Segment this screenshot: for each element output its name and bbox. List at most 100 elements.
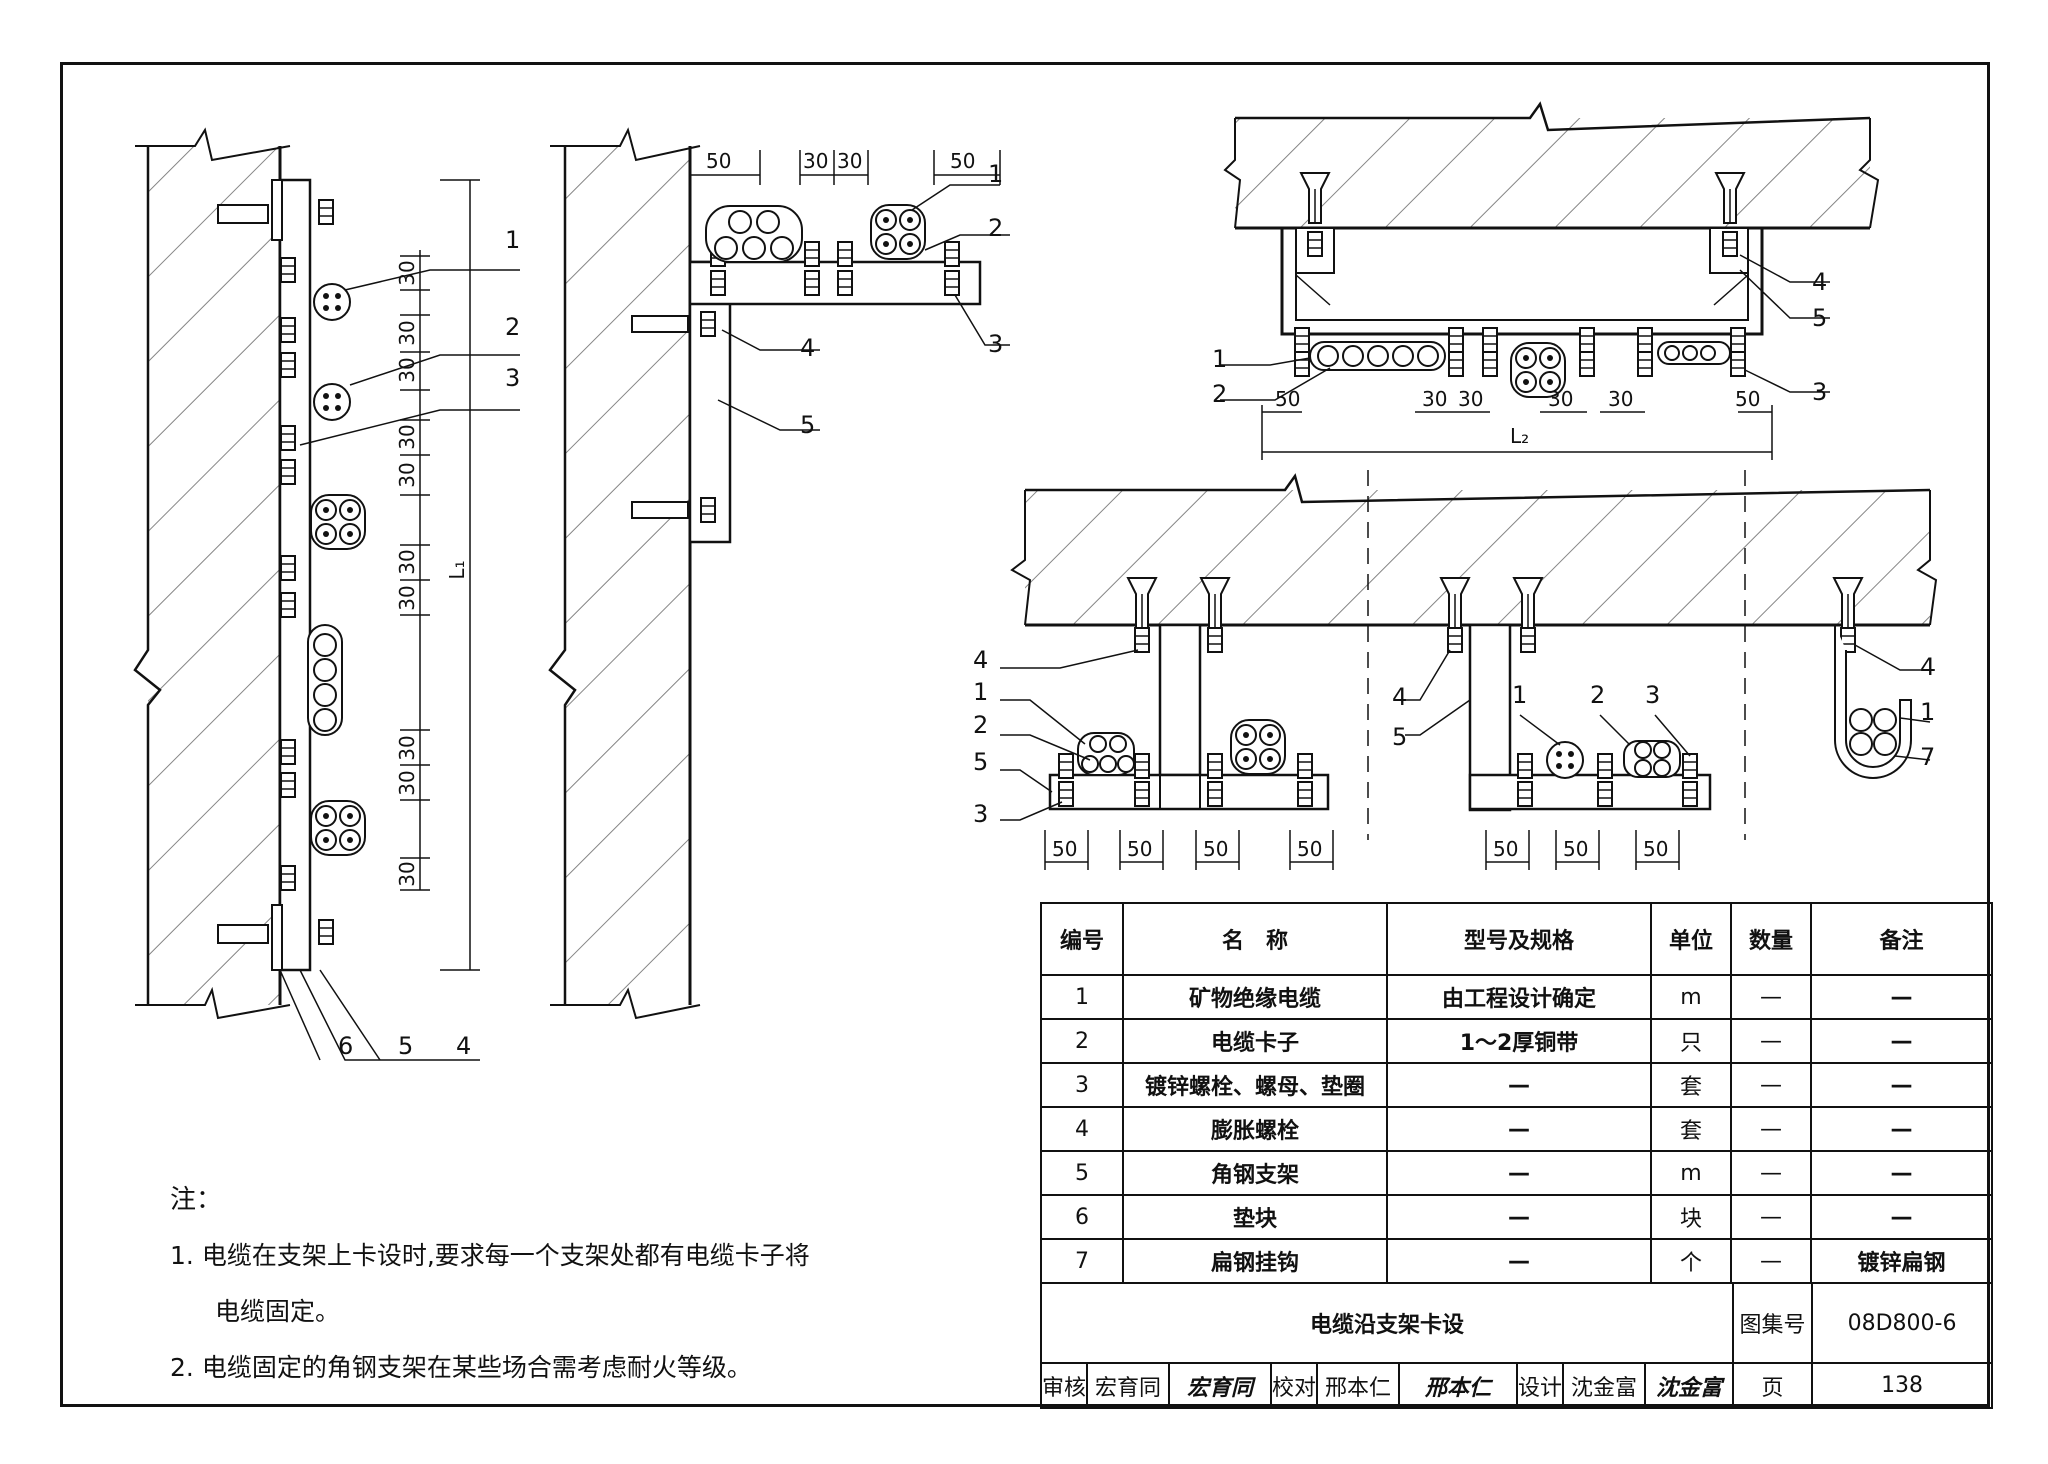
- left-dim-8: 30: [395, 735, 419, 760]
- table-row: 6 垫块 — 块 — —: [1040, 1194, 1993, 1240]
- br-dim-4: 50: [1297, 837, 1322, 861]
- left-dim-2: 30: [395, 320, 419, 345]
- table-row: 1 矿物绝缘电缆 由工程设计确定 m — —: [1040, 974, 1993, 1020]
- tr-dim-30-a: 30: [1422, 387, 1447, 411]
- row-remark: —: [1810, 1194, 1993, 1240]
- row-spec: —: [1386, 1062, 1652, 1108]
- br-callout-7: 7: [1920, 743, 1935, 771]
- row-no: 7: [1040, 1238, 1124, 1284]
- br-callout-4b: 4: [1392, 683, 1407, 711]
- note-1-line1: 电缆在支架上卡设时,要求每一个支架处都有电缆卡子将: [201, 1241, 810, 1270]
- br-dim-2: 50: [1127, 837, 1152, 861]
- parts-table: 编号 名 称 型号及规格 单位 数量 备注 1 矿物绝缘电缆 由工程设计确定 m…: [1040, 902, 1993, 1284]
- row-no: 6: [1040, 1194, 1124, 1240]
- designer-signature: 沈金富: [1643, 1362, 1735, 1409]
- left-callout-1: 1: [505, 226, 520, 254]
- table-row: 5 角钢支架 — m — —: [1040, 1150, 1993, 1196]
- table-row: 4 膨胀螺栓 — 套 — —: [1040, 1106, 1993, 1152]
- row-name: 镀锌螺栓、螺母、垫圈: [1122, 1062, 1388, 1108]
- mid-callout-4: 4: [800, 334, 815, 362]
- row-no: 1: [1040, 974, 1124, 1020]
- row-no: 5: [1040, 1150, 1124, 1196]
- row-qty: —: [1730, 1018, 1812, 1064]
- note-2-num: 2.: [170, 1353, 194, 1382]
- row-remark: —: [1810, 974, 1993, 1020]
- atlas-label: 图集号: [1732, 1282, 1814, 1364]
- checker-signature: 邢本仁: [1398, 1362, 1518, 1409]
- row-name: 电缆卡子: [1122, 1018, 1388, 1064]
- br-dim-3: 50: [1203, 837, 1228, 861]
- row-remark: —: [1810, 1018, 1993, 1064]
- table-row: 3 镀锌螺栓、螺母、垫圈 — 套 — —: [1040, 1062, 1993, 1108]
- header-unit: 单位: [1650, 902, 1732, 976]
- row-remark: 镀锌扁钢: [1810, 1238, 1993, 1284]
- tr-callout-5: 5: [1812, 304, 1827, 332]
- row-unit: 块: [1650, 1194, 1732, 1240]
- left-callout-2: 2: [505, 313, 520, 341]
- row-spec: —: [1386, 1238, 1652, 1284]
- tr-callout-4: 4: [1812, 268, 1827, 296]
- mid-callout-2: 2: [988, 214, 1003, 242]
- row-name: 垫块: [1122, 1194, 1388, 1240]
- header-qty: 数量: [1730, 902, 1812, 976]
- mid-callout-5: 5: [800, 411, 815, 439]
- atlas-number: 08D800-6: [1811, 1282, 1994, 1364]
- header-spec: 型号及规格: [1386, 902, 1652, 976]
- header-no: 编号: [1040, 902, 1124, 976]
- tr-dim-50-right: 50: [1735, 387, 1760, 411]
- left-dim-4: 30: [395, 424, 419, 449]
- row-qty: —: [1730, 1150, 1812, 1196]
- row-unit: 个: [1650, 1238, 1732, 1284]
- row-no: 3: [1040, 1062, 1124, 1108]
- tr-length-L2: L₂: [1510, 424, 1529, 448]
- ceiling-bracket-view: 50 50 50 50 50 50 50 4 1 2 5 3 4 5 1 2 3…: [973, 470, 1938, 870]
- note-2-line1: 电缆固定的角钢支架在某些场合需考虑耐火等级。: [201, 1353, 752, 1382]
- mid-callout-1: 1: [988, 160, 1003, 188]
- left-dim-5: 30: [395, 462, 419, 487]
- tr-dim-30-b: 30: [1458, 387, 1483, 411]
- br-callout-1b: 1: [1512, 681, 1527, 709]
- row-spec: 由工程设计确定: [1386, 974, 1652, 1020]
- row-qty: —: [1730, 1194, 1812, 1240]
- tr-dim-50-left: 50: [1275, 387, 1300, 411]
- header-name: 名 称: [1122, 902, 1388, 976]
- left-dim-3: 30: [395, 357, 419, 382]
- parts-table-header: 编号 名 称 型号及规格 单位 数量 备注: [1040, 902, 1993, 976]
- table-row: 7 扁钢挂钩 — 个 — 镀锌扁钢: [1040, 1238, 1993, 1284]
- row-unit: 套: [1650, 1062, 1732, 1108]
- row-spec: 1～2厚铜带: [1386, 1018, 1652, 1064]
- row-qty: —: [1730, 1106, 1812, 1152]
- br-callout-1a: 1: [973, 678, 988, 706]
- row-unit: 套: [1650, 1106, 1732, 1152]
- tr-callout-2: 2: [1212, 380, 1227, 408]
- row-remark: —: [1810, 1062, 1993, 1108]
- row-qty: —: [1730, 1062, 1812, 1108]
- mid-dim-30-b: 30: [837, 149, 862, 173]
- tr-dim-30-c: 30: [1548, 387, 1573, 411]
- mid-dim-50-right: 50: [950, 149, 975, 173]
- tr-dim-30-d: 30: [1608, 387, 1633, 411]
- drawing-frame: [60, 62, 1990, 1407]
- title-block: 电缆沿支架卡设 图集号 08D800-6 审核 宏育同 宏育同 校对 邢本仁 邢…: [1039, 1282, 1994, 1409]
- left-dim-9: 30: [395, 770, 419, 795]
- page-label: 页: [1732, 1362, 1814, 1409]
- reviewer-signature: 宏育同: [1168, 1362, 1272, 1409]
- left-dim-10: 30: [395, 861, 419, 886]
- designer-name: 沈金富: [1562, 1362, 1646, 1409]
- row-name: 扁钢挂钩: [1122, 1238, 1388, 1284]
- row-spec: —: [1386, 1106, 1652, 1152]
- row-unit: 只: [1650, 1018, 1732, 1064]
- review-label: 审核: [1040, 1362, 1088, 1409]
- note-1-line2: 电缆固定。: [215, 1297, 341, 1326]
- br-dim-6: 50: [1563, 837, 1588, 861]
- tr-callout-1: 1: [1212, 345, 1227, 373]
- left-callout-3: 3: [505, 364, 520, 392]
- notes: 注： 1. 电缆在支架上卡设时,要求每一个支架处都有电缆卡子将 电缆固定。 2.…: [170, 1172, 810, 1396]
- row-spec: —: [1386, 1194, 1652, 1240]
- row-name: 矿物绝缘电缆: [1122, 974, 1388, 1020]
- row-name: 角钢支架: [1122, 1150, 1388, 1196]
- left-callout-6: 6: [338, 1032, 353, 1060]
- table-row: 2 电缆卡子 1～2厚铜带 只 — —: [1040, 1018, 1993, 1064]
- check-label: 校对: [1270, 1362, 1318, 1409]
